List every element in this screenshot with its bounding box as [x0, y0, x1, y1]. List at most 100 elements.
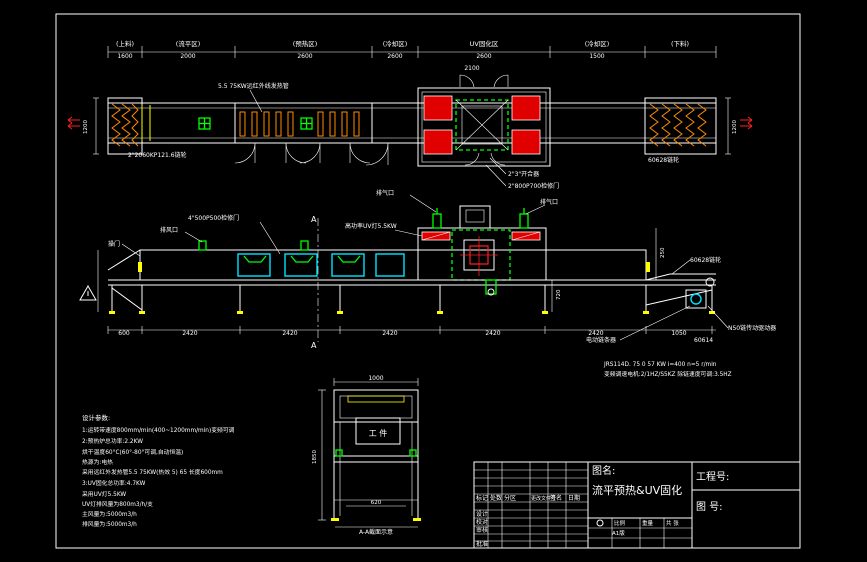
plan-dim-2100: 2100	[464, 65, 479, 72]
notes-line-1: 1:运转带速度800mm/min(400~1200mm/min)变频可调	[82, 426, 235, 434]
notes-line-3: 烘干温度60°C(60°-80°可调,自动恒温)	[82, 448, 183, 456]
elevation-view	[79, 205, 716, 342]
plan-door-arcs	[234, 74, 509, 166]
elev-label-inspection-door: 4"500P500检修门	[188, 214, 239, 222]
plan-label-chain-right: 60628链轮	[648, 156, 679, 164]
tb-weight: 重量	[642, 519, 654, 527]
leg-feet	[109, 311, 715, 314]
dim-top-6: 1500	[589, 53, 604, 60]
frame-legs	[111, 285, 713, 312]
tb-row-check: 校对	[476, 518, 488, 526]
uv-lamp-plan-3	[511, 95, 541, 121]
elev-label-drive: N50链传动驱动器	[728, 324, 776, 332]
section-aa-view	[318, 378, 421, 528]
warning-icon	[79, 284, 97, 301]
elev-label-motor: 电动链条器	[586, 336, 616, 344]
zone-label-cooling-2: (冷却区)	[585, 39, 610, 48]
zone-label-unloading: (下料)	[671, 39, 689, 48]
tb-sheet: 共 张	[666, 519, 679, 527]
zone-label-leveling: (流平区)	[176, 39, 201, 48]
projection-symbol-icon	[596, 519, 604, 527]
notes-line-7: 采用UV灯5.5KW	[82, 490, 126, 498]
tb-col-date: 日期	[568, 494, 580, 502]
notes-line-2: 2:预热炉总功率:2.2KW	[82, 437, 143, 445]
elev-label-chain: 60628链轮	[690, 256, 721, 264]
zone-label-preheat: (预热区)	[293, 39, 318, 48]
dim-top-5: 2600	[476, 53, 491, 60]
elev-dim-1050: 1050	[671, 330, 686, 337]
notes-line-5: 采用远红外发热管5.5 75KW(热效 5) 65 长度600mm	[82, 468, 223, 476]
elev-label-door: 操门	[108, 240, 120, 248]
plan-label-chain-left: 2"2060KP121.6链轮	[128, 151, 187, 159]
elev-dim-2420-2: 2420	[282, 330, 297, 337]
uv-exhaust-hood	[459, 205, 491, 229]
elev-label-vent-top: 排气口	[376, 189, 394, 197]
zone-label-cooling-1: (冷却区)	[383, 39, 408, 48]
section-dim-width: 1000	[368, 375, 383, 382]
elev-dim-2420-5: 2420	[588, 330, 603, 337]
title-block	[473, 461, 801, 549]
notes-line-6: 3:UV固化总功率:4.7KW	[82, 479, 146, 487]
section-work-label: 工 件	[369, 428, 388, 438]
tb-row-approve: 批准	[476, 540, 488, 548]
uv-chamber-plan	[417, 87, 551, 167]
inspection-window-2	[284, 253, 318, 277]
section-mark-bottom: A	[311, 341, 317, 350]
notes-line-4: 热源为:电热	[82, 458, 113, 466]
uv-lamp-plan-1	[423, 95, 453, 121]
elev-dim-600: 600	[118, 330, 130, 337]
drive-motor	[685, 289, 707, 309]
tb-col-sign: 签名	[550, 494, 562, 502]
section-dim-height: 1850	[312, 450, 318, 464]
tb-name-label: 图名:	[592, 464, 615, 477]
notes-title: 设计参数:	[82, 413, 110, 422]
notes-line-8: UV灯排风量为800m3/h/支	[82, 500, 153, 508]
section-mark-top: A	[311, 215, 317, 224]
plan-label-door: 2"800P700检修门	[508, 182, 559, 190]
section-dim-620: 620	[371, 500, 382, 506]
notes-line-9: 主风量为:5000m3/h	[82, 510, 137, 518]
tb-drawing-name: 流平预热&UV固化	[592, 483, 682, 497]
elev-label-motor-spec: JRS114D. 75 0 57 KW i=400 n=5 r/min	[603, 362, 717, 368]
plan-dim-right: 1200	[732, 120, 738, 134]
elev-dim-720: 720	[556, 289, 562, 300]
elev-label-exhaust-left: 排风口	[160, 226, 178, 234]
notes-line-10: 排风量为:5000m3/h	[82, 520, 137, 528]
elev-dim-2420-4: 2420	[485, 330, 500, 337]
top-dimension-line	[107, 46, 717, 58]
tb-material: A1版	[612, 529, 625, 537]
tb-scale: 比例	[614, 519, 626, 527]
elev-label-uv-lamp: 高功率UV灯5.5KW	[345, 222, 397, 230]
elev-label-belt-spec: 变频调速电机:2/1HZ/S5KZ 除链速度可调:3.5HZ	[604, 370, 732, 378]
dim-top-1: 1600	[117, 53, 132, 60]
tb-col-count: 处数	[490, 494, 502, 502]
unloading-table	[644, 97, 717, 155]
inspection-window-1	[237, 253, 271, 277]
dim-top-4: 2600	[387, 53, 402, 60]
tb-project-label: 工程号:	[696, 471, 729, 483]
section-title: A-A截面示意	[359, 528, 393, 536]
plan-label-heater: 5.5 75KW远红外线发热管	[218, 82, 289, 90]
elev-label-exhaust-right: 排气口	[540, 198, 558, 206]
tb-row-design: 设计	[476, 510, 488, 518]
preheat-heater-tubes	[239, 111, 360, 137]
plan-view	[67, 74, 753, 167]
tb-drawing-no-label: 图 号:	[696, 501, 723, 513]
plan-label-pillar: 2"3"开合器	[508, 170, 539, 178]
tb-col-mark: 标记	[476, 494, 488, 502]
tb-col-file: 更改文件号	[531, 495, 556, 502]
elev-dim-2420-1: 2420	[182, 330, 197, 337]
elev-dim-2420-3: 2420	[382, 330, 397, 337]
tb-col-zone: 分区	[504, 494, 516, 502]
plan-dim-left: 1200	[83, 120, 89, 134]
drawing-frame-outer	[55, 13, 801, 549]
dim-top-3: 2600	[297, 53, 312, 60]
uv-lamp-plan-4	[511, 129, 541, 155]
elev-label-bearing: 60614	[694, 337, 713, 344]
uv-lamp-plan-2	[423, 129, 453, 155]
plan-flow-arrows	[67, 116, 753, 130]
zone-label-loading: (上料)	[116, 39, 134, 48]
dim-top-2: 2000	[180, 53, 195, 60]
